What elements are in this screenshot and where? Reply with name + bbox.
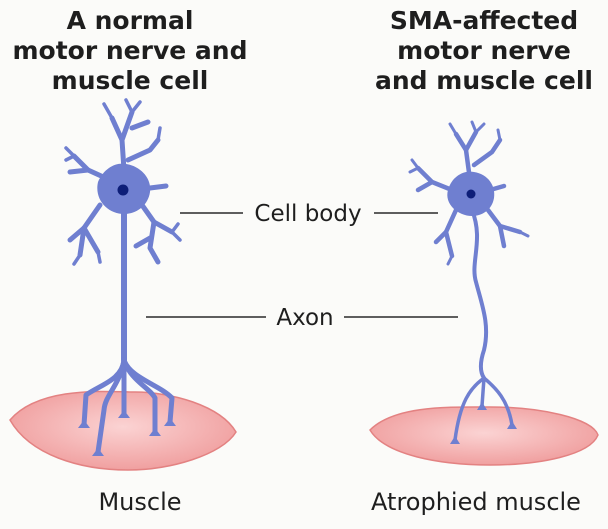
normal-title: A normal motor nerve and muscle cell [10, 6, 250, 96]
normal-title-line-2: motor nerve and [12, 36, 248, 65]
muscle-caption: Muscle [98, 488, 182, 516]
axon-text: Axon [276, 305, 333, 331]
atrophied-muscle-caption: Atrophied muscle [371, 488, 581, 516]
normal-axon-terminals [78, 410, 176, 456]
normal-muscle [9, 390, 237, 471]
atrophied-muscle [369, 406, 599, 466]
sma-nucleus [466, 189, 476, 199]
sma-axon-terminals [450, 402, 517, 444]
sma-title-line-3: and muscle cell [375, 66, 593, 95]
normal-nucleus [117, 184, 129, 196]
sma-neuron [408, 120, 530, 442]
sma-title-line-1: SMA-affected [389, 6, 579, 35]
cell-body-label: Cell body [180, 201, 438, 227]
normal-neuron [64, 98, 182, 455]
normal-title-line-3: muscle cell [51, 66, 209, 95]
sma-title-line-2: motor nerve [397, 36, 571, 65]
cell-body-text: Cell body [254, 201, 361, 227]
axon-label: Axon [146, 305, 458, 331]
normal-title-line-1: A normal [66, 6, 194, 35]
sma-title: SMA-affected motor nerve and muscle cell [362, 6, 606, 96]
